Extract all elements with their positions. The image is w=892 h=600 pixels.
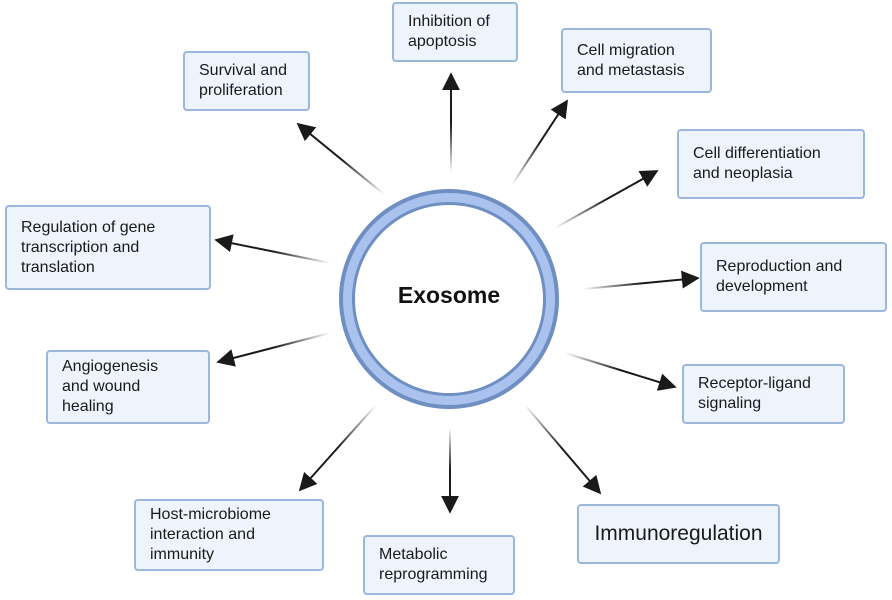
arrow-angiogenesis bbox=[216, 332, 331, 367]
box-cell-migration: Cell migration and metastasis bbox=[561, 28, 712, 93]
exosome-label: Exosome bbox=[397, 282, 501, 308]
box-reproduction: Reproduction and development bbox=[700, 242, 887, 312]
box-survival: Survival and proliferation bbox=[183, 51, 310, 111]
box-angiogenesis: Angiogenesis and wound healing bbox=[46, 350, 210, 424]
box-host-microbiome: Host-microbiome interaction and immunity bbox=[134, 499, 324, 571]
exosome-ring bbox=[339, 189, 559, 409]
arrow-receptor-ligand bbox=[564, 352, 677, 391]
box-metabolic: Metabolic reprogramming bbox=[363, 535, 515, 595]
arrow-cell-migration bbox=[511, 99, 568, 186]
arrow-regulation bbox=[214, 234, 331, 264]
arrows bbox=[214, 72, 700, 514]
arrow-survival bbox=[296, 122, 386, 196]
arrow-reproduction bbox=[582, 270, 700, 290]
arrow-immunoregulation bbox=[524, 404, 602, 495]
box-cell-differentiation: Cell differentiation and neoplasia bbox=[677, 129, 865, 199]
box-receptor-ligand: Receptor-ligand signaling bbox=[682, 364, 845, 424]
arrow-cell-differentiation bbox=[554, 170, 659, 229]
box-immunoregulation: Immunoregulation bbox=[577, 504, 780, 564]
box-regulation: Regulation of gene transcription and tra… bbox=[5, 205, 211, 290]
arrow-host-microbiome bbox=[298, 404, 377, 492]
ring-lumen bbox=[355, 205, 543, 393]
box-inhibition-of-apoptosis: Inhibition of apoptosis bbox=[392, 2, 518, 62]
